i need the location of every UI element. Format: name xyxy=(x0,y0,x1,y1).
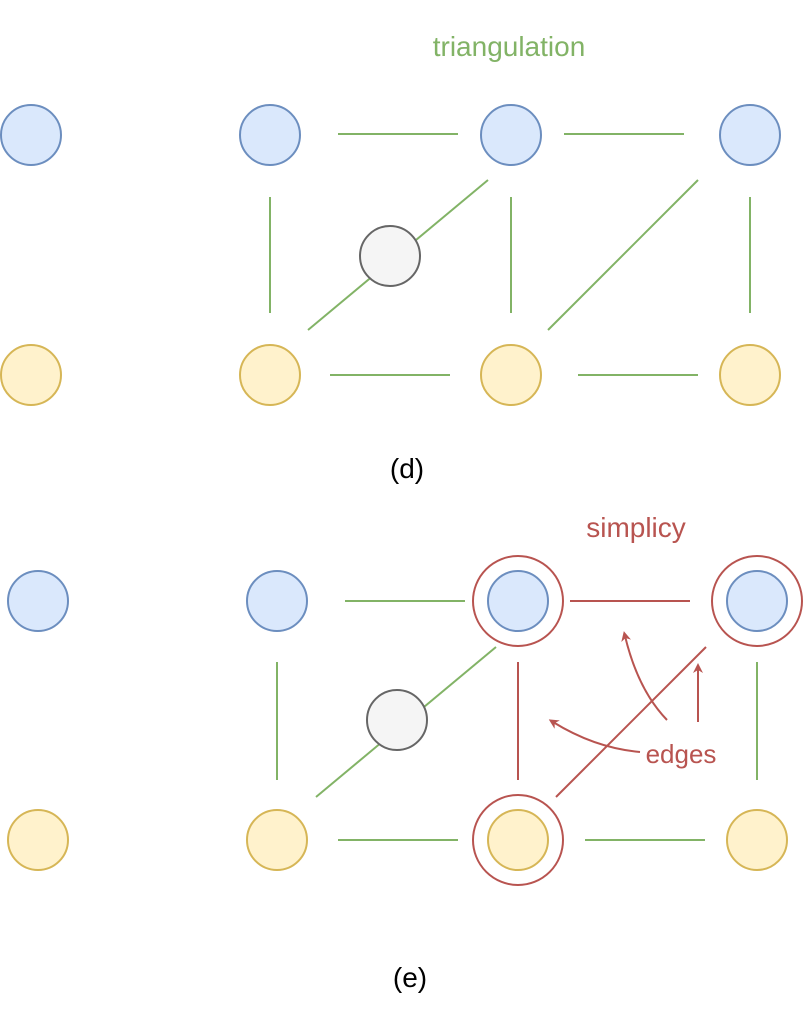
panel-e: simplicy edges (e) xyxy=(7,512,803,993)
node-d-yellow-2 xyxy=(480,344,542,406)
node-d-yellow-isolated xyxy=(0,344,62,406)
arrow-to-vertical-edge xyxy=(548,719,641,753)
simplex-ring-top-middle xyxy=(472,555,564,647)
edge-e-simplex-diagonal xyxy=(555,646,707,798)
simplex-ring-bottom-middle xyxy=(472,794,564,886)
node-e-yellow-3 xyxy=(726,809,788,871)
node-d-gray xyxy=(359,225,421,287)
edges-label: edges xyxy=(646,739,717,769)
node-e-yellow-1 xyxy=(246,809,308,871)
simplex-ring-top-right xyxy=(711,555,803,647)
triangulation-label: triangulation xyxy=(433,31,586,62)
node-d-blue-1 xyxy=(239,104,301,166)
node-e-gray xyxy=(366,689,428,751)
edge-d-diagonal-right xyxy=(547,179,699,331)
node-e-yellow-isolated xyxy=(7,809,69,871)
caption-d: (d) xyxy=(390,453,424,484)
node-d-blue-2 xyxy=(480,104,542,166)
simplicy-label: simplicy xyxy=(586,512,686,543)
node-e-blue-2 xyxy=(487,570,549,632)
arrow-to-top-edge xyxy=(621,631,668,721)
panel-d: triangulation (d) xyxy=(0,31,781,484)
node-e-blue-3 xyxy=(726,570,788,632)
node-d-yellow-1 xyxy=(239,344,301,406)
node-e-yellow-2 xyxy=(487,809,549,871)
caption-e: (e) xyxy=(393,962,427,993)
node-d-blue-3 xyxy=(719,104,781,166)
node-e-blue-isolated xyxy=(7,570,69,632)
node-d-yellow-3 xyxy=(719,344,781,406)
node-d-blue-isolated xyxy=(0,104,62,166)
node-e-blue-1 xyxy=(246,570,308,632)
